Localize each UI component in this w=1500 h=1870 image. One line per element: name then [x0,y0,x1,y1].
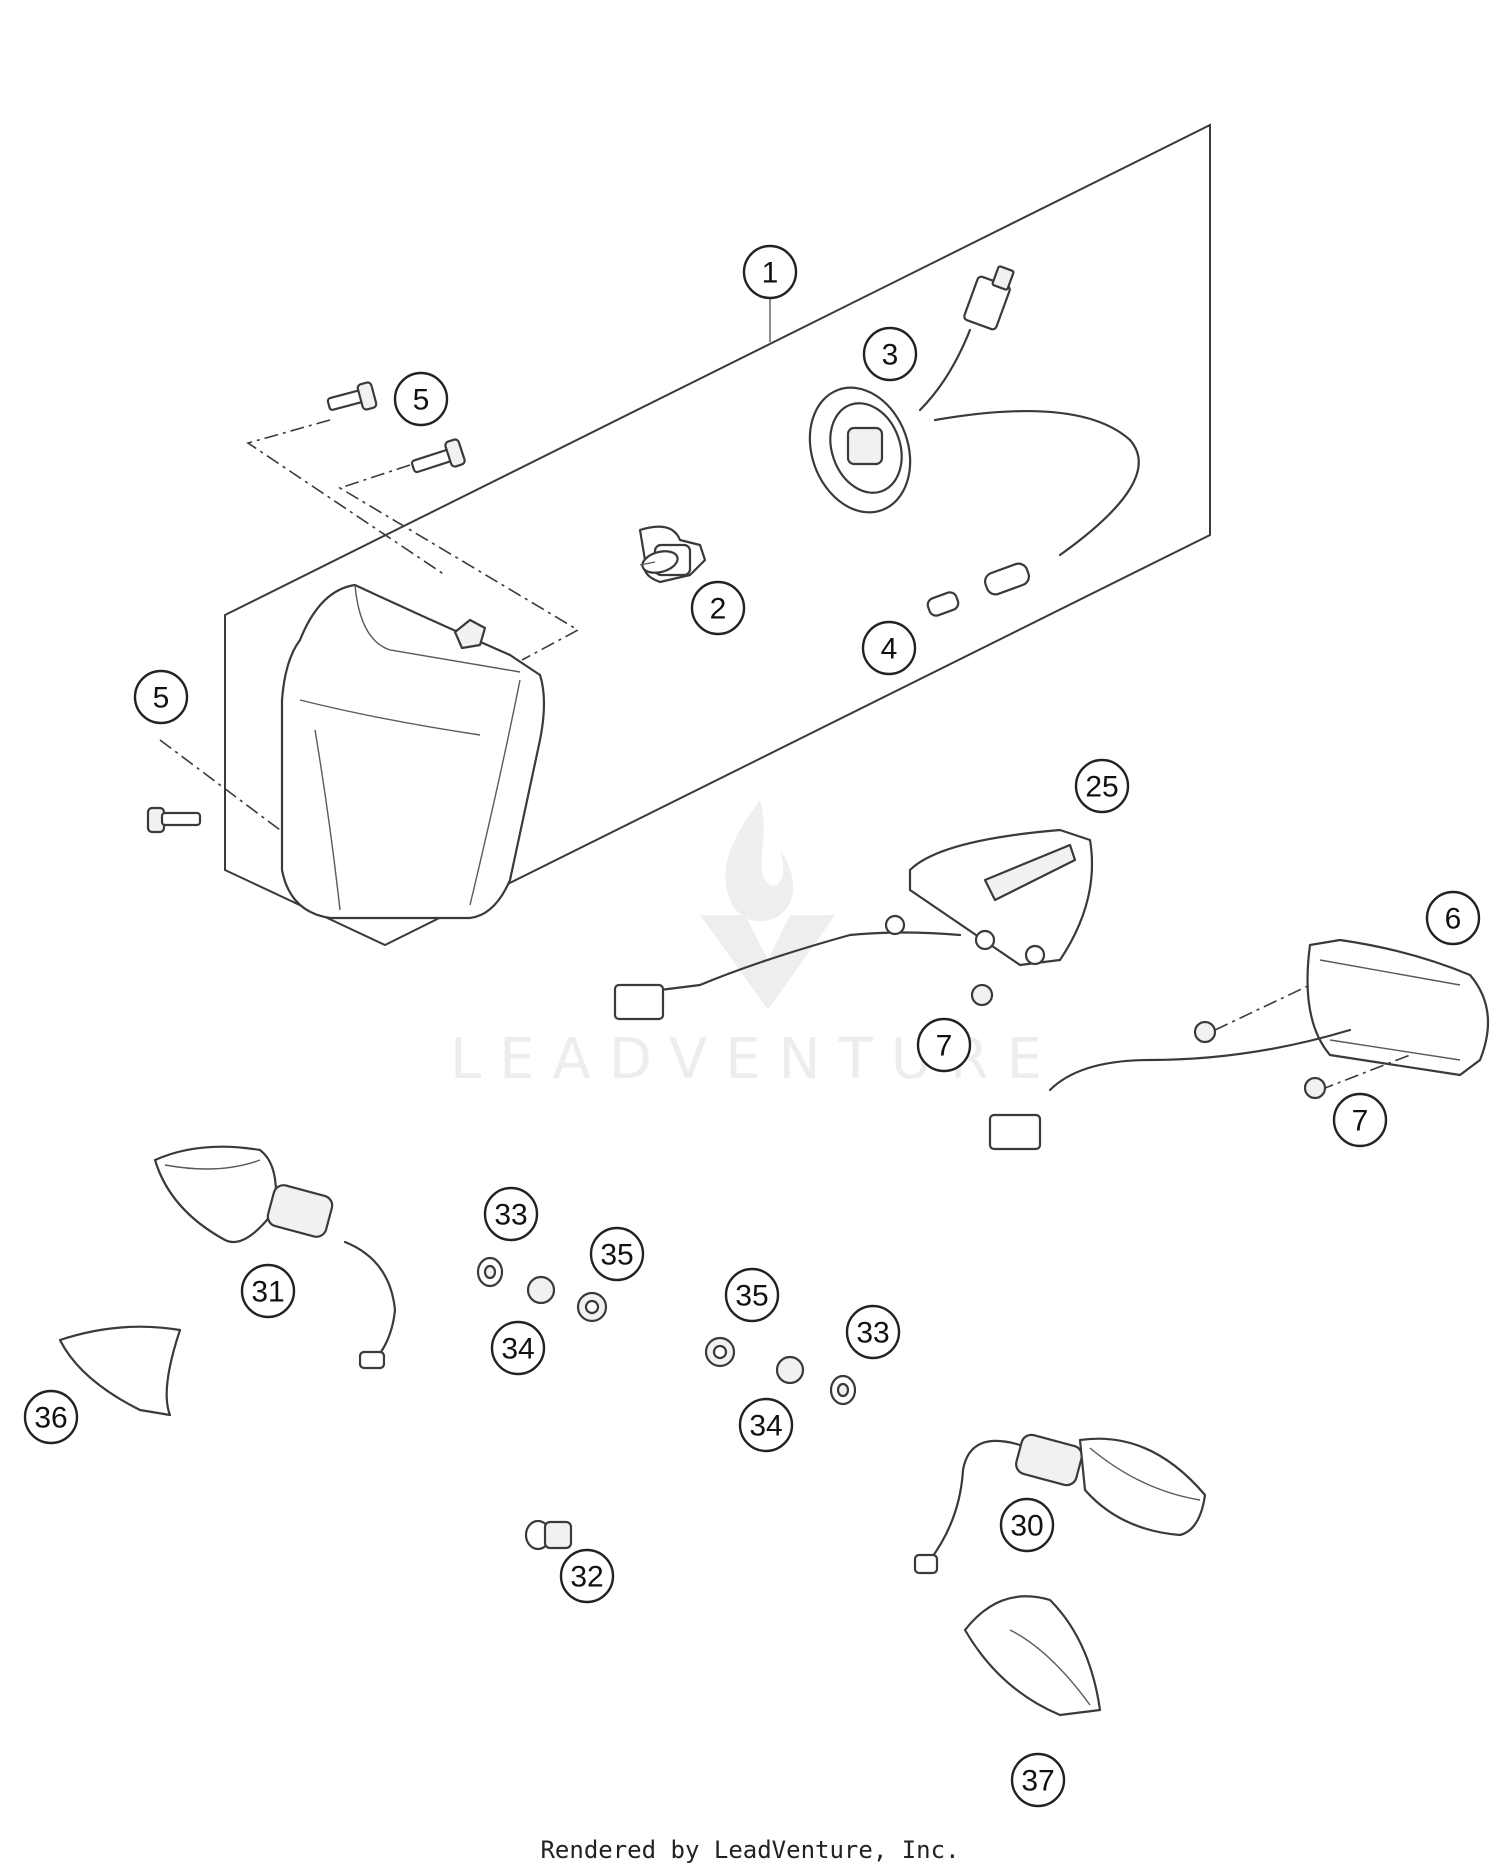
callout-circle [724,1267,780,1323]
headlight-assembly-frame [224,123,1211,947]
callout-circle [916,1017,972,1073]
callout-30: 30 [999,1497,1055,1553]
callout-32: 32 [559,1548,615,1604]
connector-plug-icon [988,1113,1042,1151]
callout-circle [1425,890,1481,946]
callout-circle [133,669,189,725]
callout-circle [483,1186,539,1242]
callout-5: 5 [393,371,449,427]
tail-light [1048,938,1490,1092]
callout-33: 33 [845,1304,901,1360]
callout-2: 2 [690,580,746,636]
callout-circle [1332,1092,1388,1148]
callout-circle [1010,1752,1066,1808]
callout-label: 5 [413,384,430,417]
screw-icon [146,806,202,834]
callout-4: 4 [861,620,917,676]
connector-plug-icon [963,265,1015,331]
callout-35: 35 [589,1226,645,1282]
callout-label: 2 [710,593,727,626]
callout-31: 31 [240,1263,296,1319]
callout-label: 32 [570,1561,603,1594]
callout-34: 34 [490,1320,546,1376]
callout-label: 7 [1352,1105,1369,1138]
connector-plug-icon [613,983,665,1021]
assembly-guide-lines [159,419,580,831]
callout-label: 33 [856,1317,889,1350]
callout-label: 35 [735,1280,768,1313]
turn-signal-left [153,1145,397,1370]
callout-circle [738,1397,794,1453]
callout-label: 3 [882,339,899,372]
screw-icon [326,381,378,411]
callout-circle [742,244,798,300]
nut-icon [576,1291,608,1323]
callout-circle [999,1497,1055,1553]
callout-label: 37 [1021,1765,1054,1798]
license-plate-light [658,828,1094,992]
callout-5: 5 [133,669,189,725]
screw-icon [1193,1020,1327,1100]
callout-label: 4 [881,633,898,666]
headlight-housing [280,583,546,920]
screw-icon [410,438,466,474]
callout-circle [393,371,449,427]
callout-circle [559,1548,615,1604]
washer-icon [476,1256,504,1288]
callout-label: 6 [1445,903,1462,936]
washer-icon [829,1374,857,1406]
callout-34: 34 [738,1397,794,1453]
turn-signal-bulb-icon [524,1519,573,1551]
callout-label: 35 [600,1239,633,1272]
callout-label: 25 [1085,771,1118,804]
position-bulb-icon [926,562,1031,617]
turn-signal-lens [963,1595,1102,1717]
callout-label: 33 [494,1199,527,1232]
screw-icon [970,983,994,1007]
callout-36: 36 [23,1389,79,1445]
callout-label: 7 [936,1030,953,1063]
nut-icon [775,1355,805,1385]
callout-circle [862,326,918,382]
footer-credit: Rendered by LeadVenture, Inc. [540,1836,960,1864]
callout-6: 6 [1425,890,1481,946]
callout-circle [1074,758,1130,814]
callout-circle [861,620,917,676]
nut-icon [526,1275,556,1305]
callout-circle [23,1389,79,1445]
callout-1: 1 [742,244,798,300]
callout-7: 7 [1332,1092,1388,1148]
callout-label: 34 [749,1410,782,1443]
callout-label: 30 [1010,1510,1043,1543]
callout-3: 3 [862,326,918,382]
callout-circle [589,1226,645,1282]
callout-25: 25 [1074,758,1130,814]
callout-label: 5 [153,682,170,715]
callout-label: 1 [762,257,779,290]
callout-35: 35 [724,1267,780,1323]
callout-circle [845,1304,901,1360]
callout-label: 36 [34,1402,67,1435]
nut-icon [704,1336,736,1368]
bulb-socket-icon [808,328,1140,557]
callout-circle [490,1320,546,1376]
callout-circle [240,1263,296,1319]
callout-33: 33 [483,1186,539,1242]
callout-label: 31 [251,1276,284,1309]
callout-37: 37 [1010,1752,1066,1808]
turn-signal-right [913,1433,1207,1575]
callout-7: 7 [916,1017,972,1073]
callout-circle [690,580,746,636]
turn-signal-lens [58,1325,182,1417]
callout-label: 34 [501,1333,534,1366]
headlight-bulb-icon [638,525,707,584]
